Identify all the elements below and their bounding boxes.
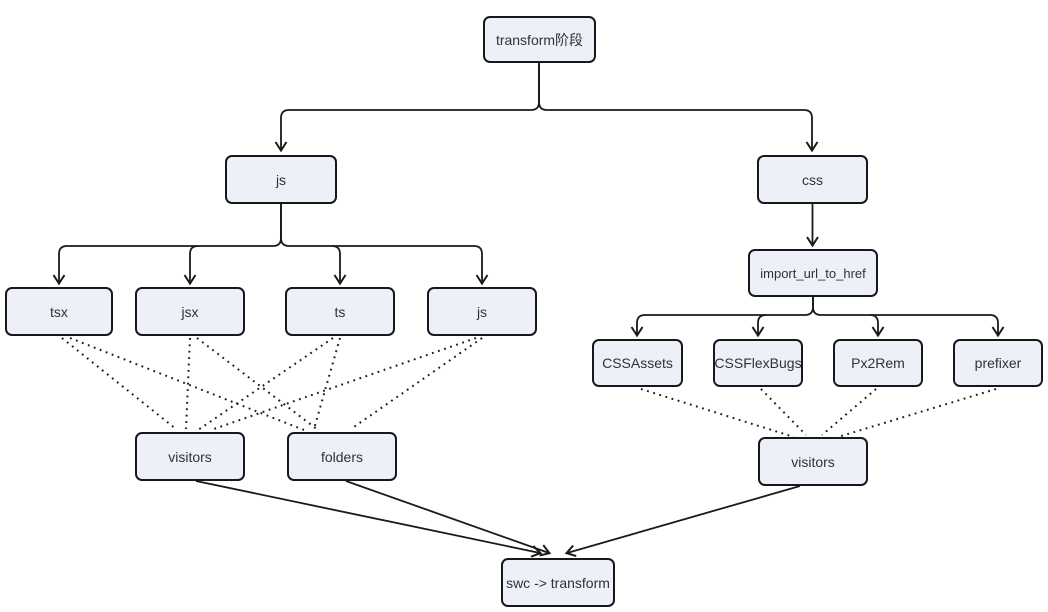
node-css-branch-label: css — [802, 171, 823, 188]
edge-jsfile-to-visitors-dotted — [210, 337, 477, 431]
node-cssassets-label: CSSAssets — [602, 355, 673, 371]
edge-import-to-px2rem — [869, 314, 885, 338]
edge-jsfile-to-folders-dotted — [350, 337, 483, 430]
node-jsx: jsx — [135, 287, 245, 336]
edge-js-to-tsx — [52, 204, 282, 286]
node-visitors-js-label: visitors — [168, 448, 212, 465]
edge-js-to-jsfile — [280, 204, 489, 286]
node-transform-stage-label: transform阶段 — [495, 31, 584, 48]
node-visitors-css-label: visitors — [791, 453, 835, 470]
edge-px2rem-to-visitors-dotted — [821, 388, 877, 436]
edge-cssassets-to-visitors-dotted — [640, 388, 795, 438]
edge-visitorscss-to-swc — [564, 485, 801, 558]
edge-js-to-ts — [331, 245, 347, 286]
node-visitors-js: visitors — [135, 432, 245, 481]
edge-import-to-cssassets — [630, 297, 814, 338]
node-js-file: js — [427, 287, 537, 336]
node-cssassets: CSSAssets — [592, 339, 683, 387]
node-tsx-label: tsx — [50, 303, 68, 320]
node-import-url-to-href: import_url_to_href — [748, 249, 878, 297]
node-jsx-label: jsx — [181, 303, 199, 320]
node-js-branch-label: js — [275, 171, 287, 188]
node-cssflexbugs: CSSFlexBugs — [713, 339, 803, 387]
edge-visitorsjs-to-swc — [195, 480, 543, 558]
node-folders: folders — [287, 432, 397, 481]
node-transform-stage: transform阶段 — [483, 16, 596, 63]
edge-tsx-to-visitors-dotted — [61, 337, 177, 430]
edge-prefixer-to-visitors-dotted — [837, 388, 997, 438]
node-js-file-label: js — [476, 303, 488, 320]
node-css-branch: css — [757, 155, 868, 204]
node-prefixer-label: prefixer — [974, 355, 1022, 371]
node-folders-label: folders — [320, 448, 364, 465]
node-px2rem-label: Px2Rem — [851, 355, 905, 371]
edge-root-to-js — [274, 63, 540, 153]
edge-ts-to-folders-dotted — [313, 337, 341, 430]
node-ts-label: ts — [334, 303, 346, 320]
node-ts: ts — [285, 287, 395, 336]
edge-import-to-prefixer — [812, 297, 1005, 338]
node-swc-transform: swc -> transform — [501, 558, 615, 607]
edge-import-to-cssflexbugs — [751, 314, 767, 338]
edge-js-to-jsx — [183, 245, 199, 286]
node-import-url-to-href-label: import_url_to_href — [760, 265, 866, 281]
node-js-branch: js — [225, 155, 337, 204]
node-tsx: tsx — [5, 287, 113, 336]
edge-cssflexbugs-to-visitors-dotted — [760, 388, 807, 436]
edge-jsx-to-folders-dotted — [196, 337, 319, 431]
edge-root-to-css — [538, 63, 819, 153]
edge-jsx-to-visitors-dotted — [185, 337, 191, 430]
node-prefixer: prefixer — [953, 339, 1043, 387]
node-swc-transform-label: swc -> transform — [506, 574, 610, 591]
node-px2rem: Px2Rem — [833, 339, 923, 387]
edge-folders-to-swc — [345, 480, 552, 557]
node-cssflexbugs-label: CSSFlexBugs — [714, 355, 802, 371]
node-visitors-css: visitors — [758, 437, 868, 486]
edge-ts-to-visitors-dotted — [197, 337, 334, 431]
